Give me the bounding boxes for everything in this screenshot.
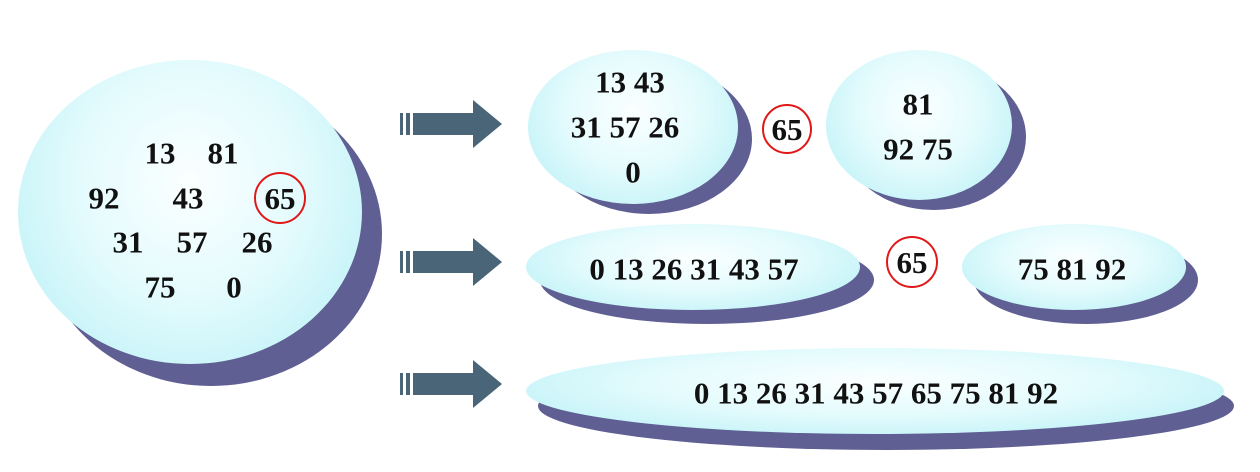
double-arrow-right-icon bbox=[400, 238, 502, 286]
step2-right-values: 75 81 92 bbox=[1017, 251, 1127, 287]
initial-number: 81 bbox=[207, 135, 239, 171]
step3-ellipse bbox=[526, 348, 1224, 434]
initial-pivot-circle: 65 bbox=[254, 172, 306, 224]
initial-number: 0 bbox=[226, 269, 242, 305]
step1-left-ellipse bbox=[528, 50, 738, 204]
step2-left-ellipse bbox=[526, 224, 860, 310]
pivot-number: 65 bbox=[771, 111, 803, 147]
step1-right-row: 92 75 bbox=[883, 131, 953, 167]
step1-pivot-circle: 65 bbox=[762, 104, 812, 154]
initial-number: 13 bbox=[144, 135, 176, 171]
step1-left-row: 0 bbox=[625, 154, 641, 190]
initial-number: 26 bbox=[241, 224, 273, 260]
initial-set-ellipse bbox=[18, 60, 362, 364]
pivot-number: 65 bbox=[896, 244, 928, 280]
double-arrow-right-icon bbox=[400, 100, 502, 148]
step1-left-row: 31 57 26 bbox=[570, 109, 680, 145]
initial-number: 43 bbox=[172, 180, 204, 216]
step1-left-row: 13 43 bbox=[595, 64, 665, 100]
pivot-number: 65 bbox=[264, 180, 296, 216]
initial-number: 75 bbox=[144, 269, 176, 305]
initial-number: 31 bbox=[112, 224, 144, 260]
initial-number: 57 bbox=[176, 224, 208, 260]
step2-pivot-circle: 65 bbox=[886, 236, 938, 288]
step2-left-values: 0 13 26 31 43 57 bbox=[589, 251, 799, 287]
initial-number: 92 bbox=[88, 180, 120, 216]
step1-right-row: 81 bbox=[902, 86, 934, 122]
double-arrow-right-icon bbox=[400, 360, 502, 408]
step1-right-ellipse bbox=[826, 50, 1012, 200]
step3-sorted-values: 0 13 26 31 43 57 65 75 81 92 bbox=[693, 375, 1059, 411]
step2-right-ellipse bbox=[962, 224, 1186, 310]
